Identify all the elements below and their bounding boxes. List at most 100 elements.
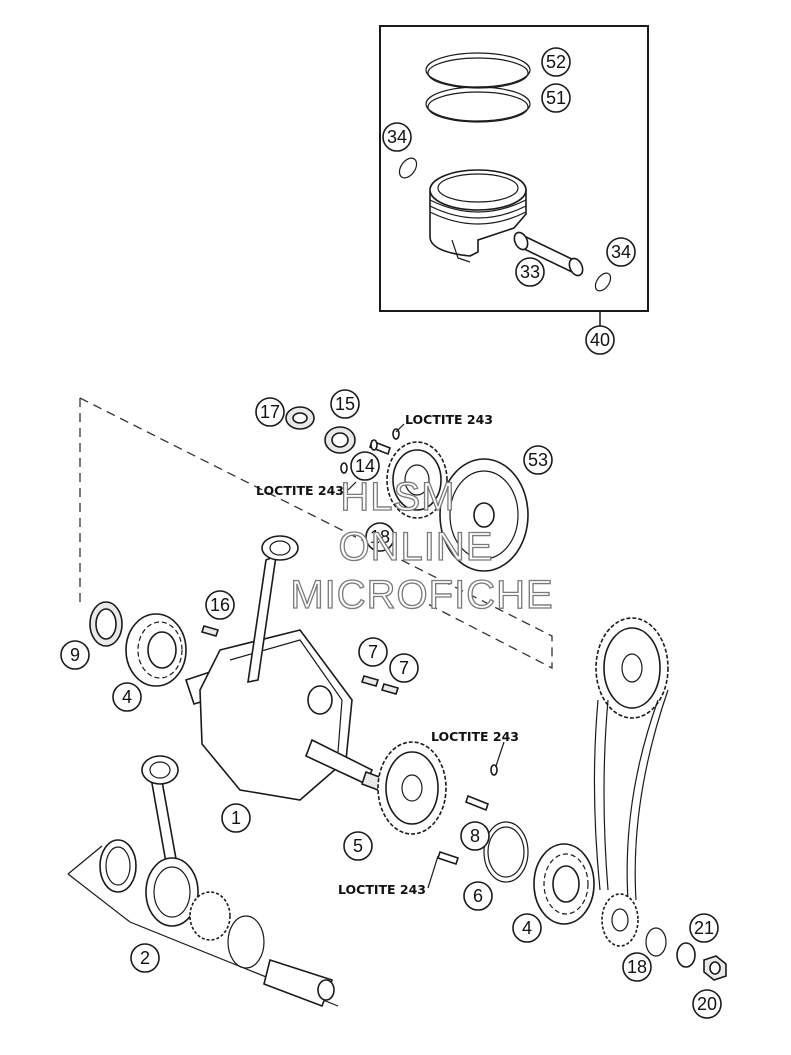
callout-number: 2 xyxy=(140,948,150,968)
callout-number: 21 xyxy=(694,918,714,938)
callout-6: 6 xyxy=(463,881,493,911)
callout-18: 18 xyxy=(622,952,652,982)
balancer-dashed-outline xyxy=(79,397,553,670)
loctite-label: LOCTITE 243 xyxy=(256,483,344,498)
callout-14: 14 xyxy=(350,451,380,481)
seal-9 xyxy=(89,601,123,647)
callout-number: 8 xyxy=(470,826,480,846)
callout-circle xyxy=(130,943,160,973)
callout-circle xyxy=(382,122,412,152)
callout-circle xyxy=(358,637,388,667)
callout-circle xyxy=(622,952,652,982)
callout-circle xyxy=(60,640,90,670)
callout-number: 4 xyxy=(122,687,132,707)
svg-text:HLSM: HLSM xyxy=(340,475,455,519)
callout-52: 52 xyxy=(541,47,571,77)
callout-number: 34 xyxy=(387,127,407,147)
loctite-label: LOCTITE 243 xyxy=(338,882,426,897)
callout-circle xyxy=(112,682,142,712)
washer-21 xyxy=(676,942,696,968)
callout-number: 7 xyxy=(368,642,378,662)
callout-number: 52 xyxy=(546,52,566,72)
callout-number: 4 xyxy=(522,918,532,938)
main-bearing-4-right xyxy=(533,843,595,925)
nut-20 xyxy=(703,955,727,981)
callout-circle xyxy=(585,325,615,355)
loctite-leaders xyxy=(347,423,505,889)
piston xyxy=(429,169,527,263)
callout-circle xyxy=(221,803,251,833)
connecting-rod-kit-2 xyxy=(67,755,339,1008)
callout-number: 15 xyxy=(335,394,355,414)
callout-circle xyxy=(689,913,719,943)
callout-circle xyxy=(512,913,542,943)
callout-number: 5 xyxy=(353,836,363,856)
callout-number: 18 xyxy=(627,957,647,977)
callout-34: 34 xyxy=(382,122,412,152)
callout-15: 15 xyxy=(330,389,360,419)
seal-17 xyxy=(285,406,315,430)
piston-ring-52 xyxy=(425,52,531,89)
callout-20: 20 xyxy=(692,989,722,1019)
callout-number: 6 xyxy=(473,886,483,906)
callout-33: 33 xyxy=(515,257,545,287)
callout-8: 8 xyxy=(460,821,490,851)
callout-circle xyxy=(692,989,722,1019)
callout-number: 1 xyxy=(231,808,241,828)
screw-14 xyxy=(340,428,400,474)
callout-number: 51 xyxy=(546,88,566,108)
callout-circle xyxy=(350,451,380,481)
circlip-34-right xyxy=(594,272,612,292)
callout-number: 9 xyxy=(70,645,80,665)
washer-18 xyxy=(645,927,667,957)
callout-7: 7 xyxy=(358,637,388,667)
callout-21: 21 xyxy=(689,913,719,943)
callout-number: 20 xyxy=(697,994,717,1014)
callout-16: 16 xyxy=(205,590,235,620)
timing-chain-assembly xyxy=(593,617,669,947)
callout-number: 18 xyxy=(370,527,390,547)
callout-circle xyxy=(541,47,571,77)
callout-circle xyxy=(330,389,360,419)
svg-text:MICROFICHE: MICROFICHE xyxy=(290,573,553,617)
callout-18: 18 xyxy=(365,522,395,552)
callout-4: 4 xyxy=(512,913,542,943)
screw-8 xyxy=(465,764,498,812)
callout-circle xyxy=(389,653,419,683)
callout-circle xyxy=(205,590,235,620)
primary-gear-5 xyxy=(377,741,447,835)
callout-51: 51 xyxy=(541,83,571,113)
callout-40: 40 xyxy=(585,325,615,355)
callout-7: 7 xyxy=(389,653,419,683)
callout-circle xyxy=(523,445,553,475)
circlip-34-left xyxy=(398,157,418,179)
callout-circle xyxy=(365,522,395,552)
spacer-6 xyxy=(483,821,529,883)
piston-ring-51 xyxy=(425,86,531,123)
loctite-label: LOCTITE 243 xyxy=(431,729,519,744)
callout-number: 14 xyxy=(355,456,375,476)
svg-text:ONLINE: ONLINE xyxy=(339,525,494,569)
piston-kit-box xyxy=(379,25,649,326)
callout-1: 1 xyxy=(221,803,251,833)
balancer-gear-18 xyxy=(386,441,448,519)
callout-circle xyxy=(343,831,373,861)
watermark: HLSM ONLINE MICROFICHE xyxy=(290,474,554,617)
callout-number: 17 xyxy=(260,402,280,422)
callout-circle xyxy=(255,397,285,427)
screw-lower xyxy=(436,850,460,866)
callout-circle xyxy=(606,237,636,267)
connecting-rod-assembled xyxy=(247,535,299,684)
bearing-15 xyxy=(324,426,356,454)
callout-53: 53 xyxy=(523,445,553,475)
callout-number: 53 xyxy=(528,450,548,470)
piston-pin-33 xyxy=(513,231,584,277)
loctite-label: LOCTITE 243 xyxy=(405,412,493,427)
callout-number: 7 xyxy=(399,658,409,678)
callout-17: 17 xyxy=(255,397,285,427)
callout-4: 4 xyxy=(112,682,142,712)
callout-number: 34 xyxy=(611,242,631,262)
callout-number: 40 xyxy=(590,330,610,350)
